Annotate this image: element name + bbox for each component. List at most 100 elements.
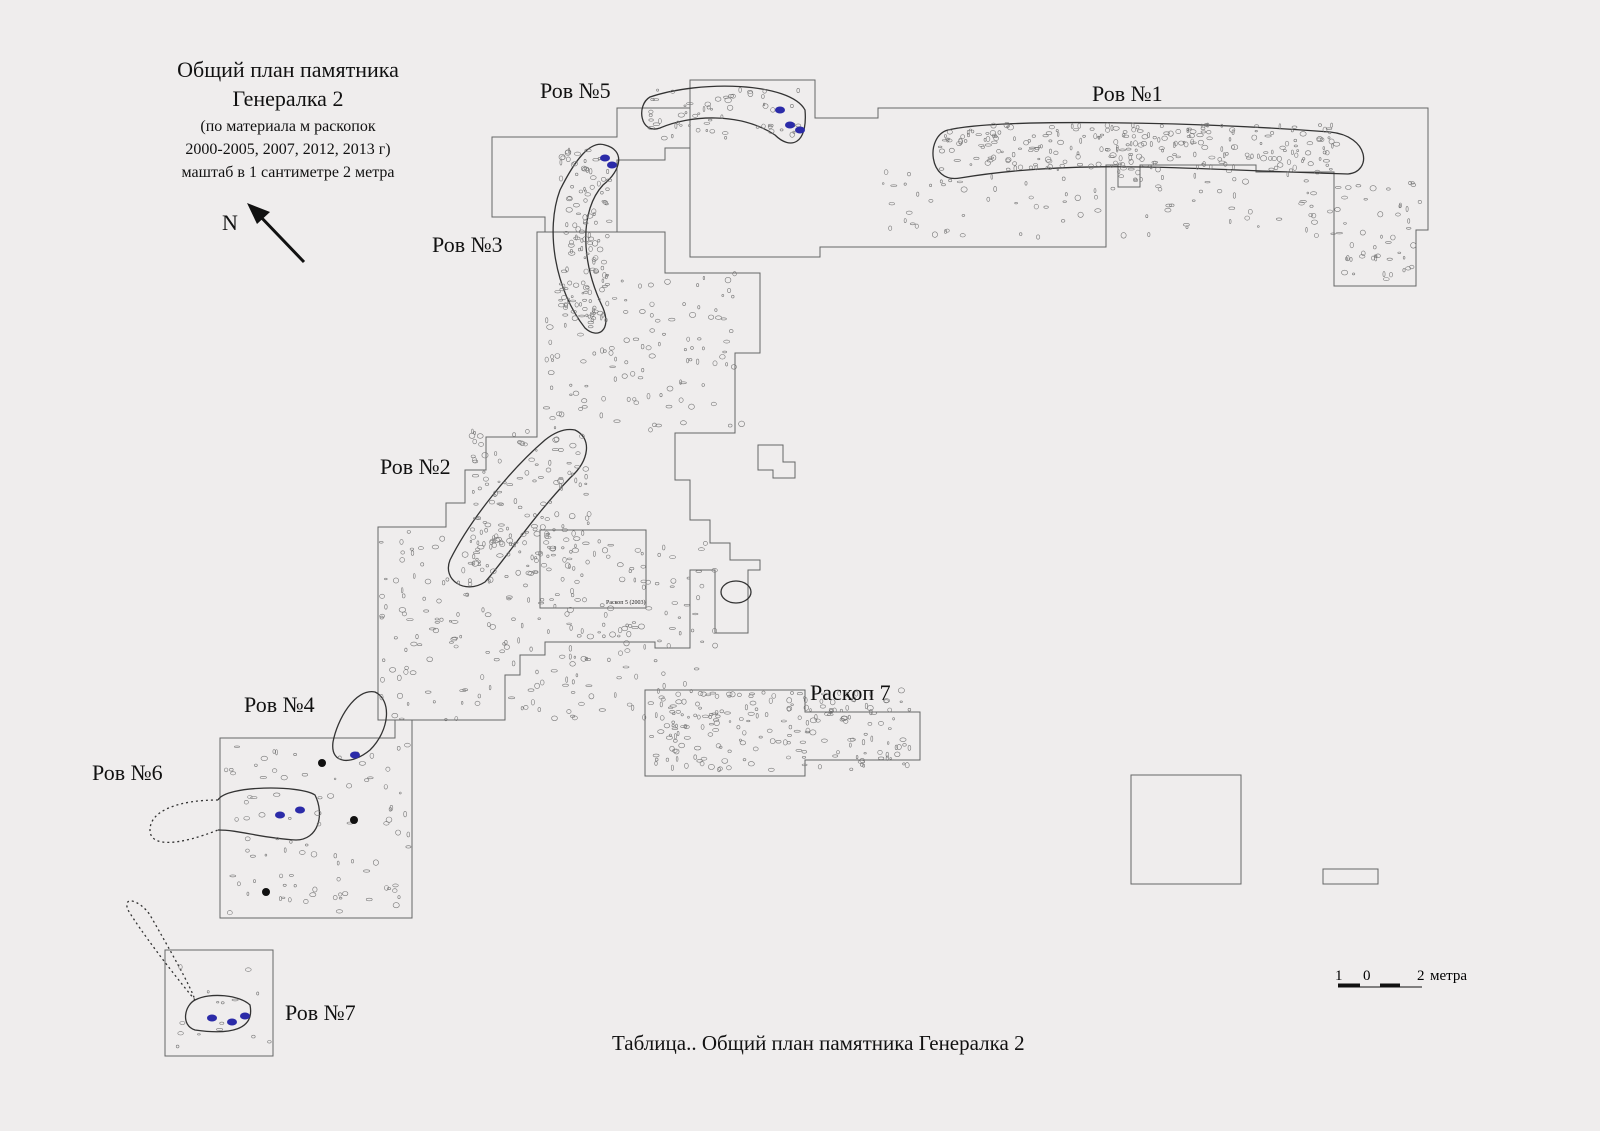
stone [698, 706, 702, 710]
stone [1099, 146, 1104, 152]
stone [640, 564, 646, 569]
stone [568, 251, 576, 256]
stone [686, 102, 694, 106]
stone [786, 706, 792, 712]
stone [742, 730, 747, 736]
stone [1161, 175, 1164, 181]
stone [817, 764, 822, 770]
stone [485, 651, 490, 654]
stone [572, 566, 576, 571]
stone [593, 270, 600, 273]
stone [574, 465, 581, 469]
label-raskop7: Раскоп 7 [810, 680, 891, 705]
stone [993, 186, 997, 192]
north-label: N [222, 210, 238, 235]
stone [506, 537, 514, 544]
stone [1131, 127, 1136, 133]
stone [553, 479, 560, 485]
stone [870, 735, 874, 742]
stone [938, 167, 945, 171]
stone [1244, 152, 1250, 157]
stone [1121, 133, 1126, 138]
stone [445, 577, 450, 582]
stone [616, 676, 622, 680]
stone [1027, 139, 1031, 143]
stone [771, 693, 777, 699]
stone [574, 477, 578, 484]
stone [989, 130, 997, 137]
stone [477, 544, 485, 550]
stone [1164, 207, 1172, 213]
stone [671, 601, 678, 605]
stone [468, 432, 476, 439]
stone [693, 713, 698, 718]
stone [584, 192, 591, 197]
stone [747, 761, 755, 767]
stone [342, 891, 349, 896]
stone [406, 831, 410, 838]
stone [475, 547, 481, 552]
stone [997, 130, 1002, 135]
stone [747, 711, 755, 716]
stone [683, 348, 687, 352]
stone [1324, 150, 1330, 156]
label-rov7: Ров №7 [285, 1000, 356, 1025]
stone [1093, 133, 1098, 140]
stone [1046, 159, 1053, 164]
stone [861, 739, 866, 746]
stone [554, 290, 561, 294]
stone [583, 186, 586, 191]
stone [571, 530, 576, 537]
stone [708, 314, 715, 320]
stone [666, 735, 673, 740]
stone [1276, 155, 1282, 162]
stone [393, 636, 398, 640]
stone [604, 283, 611, 286]
stone [593, 268, 599, 274]
stone [402, 593, 406, 599]
stone [534, 556, 538, 560]
stone [479, 529, 483, 535]
stone [1172, 153, 1177, 156]
stone [570, 295, 574, 299]
stone [392, 883, 399, 888]
stone [563, 287, 569, 290]
stone [693, 745, 702, 751]
stone [1136, 129, 1144, 133]
stone [236, 881, 241, 887]
stone [523, 442, 528, 447]
stone [569, 549, 573, 554]
stone [889, 757, 892, 760]
stone [1110, 164, 1114, 168]
stone [1242, 178, 1249, 185]
stone [671, 134, 674, 139]
stone [385, 766, 391, 772]
title-line-1: Общий план памятника [177, 57, 399, 82]
stone [960, 186, 968, 193]
stone [1275, 217, 1283, 221]
stone [245, 967, 252, 972]
stone [674, 733, 677, 740]
stone [513, 498, 518, 504]
stone [592, 309, 599, 314]
stone [303, 898, 309, 904]
stone [660, 697, 666, 702]
stone [1405, 266, 1412, 271]
stone [679, 124, 683, 127]
stone [841, 715, 849, 720]
stone [592, 258, 596, 265]
stone [529, 646, 533, 652]
stone [251, 1034, 256, 1039]
stone [367, 776, 374, 780]
stone [177, 1031, 184, 1036]
stone [299, 850, 306, 855]
stone [670, 89, 676, 94]
stone [346, 783, 352, 789]
stone [599, 603, 605, 608]
stone [655, 712, 658, 718]
stone [395, 829, 401, 836]
stone [634, 548, 642, 553]
stone [314, 810, 322, 816]
stone [1299, 131, 1307, 137]
stone [1325, 127, 1333, 130]
